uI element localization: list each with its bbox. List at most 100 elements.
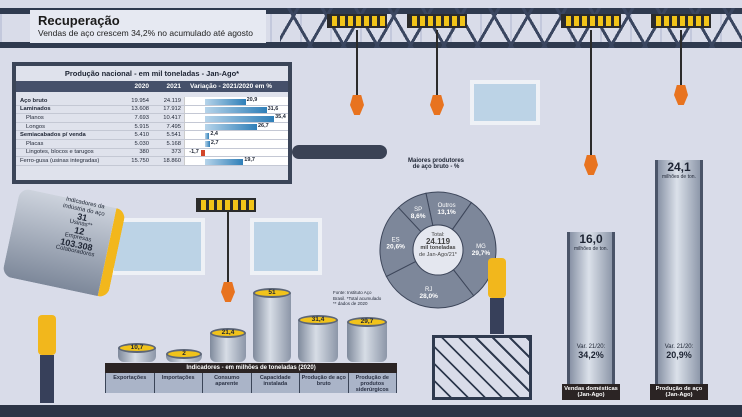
pie-name-label: ES (392, 238, 400, 244)
crane-cable (227, 212, 229, 282)
pie-name-label: SP (414, 207, 422, 213)
bar-area: 31,6 (184, 105, 288, 114)
value-2020: 5.030 (134, 140, 149, 147)
source-note: Fonte: Instituto Aço Brasil. *Total acum… (333, 290, 382, 306)
pie-center (412, 224, 464, 276)
indicator-label: Exportações (106, 373, 154, 393)
table-row: Laminados 13.608 17.912 31,6 (16, 105, 288, 115)
bar-area: 2,7 (184, 139, 288, 148)
worker-figure (488, 258, 506, 298)
pie-name-label: RJ (425, 287, 432, 293)
value-2020: 380 (139, 149, 149, 156)
table-row: Placas 5.030 5.168 2,7 (16, 139, 288, 149)
scaffolding (432, 335, 532, 400)
indicator-label: Capacidade instalada (251, 373, 299, 393)
cylinder-value: 2 (166, 349, 202, 359)
worker-legs (490, 298, 504, 334)
table-row: Semiacabados p/ venda 5.410 5.541 2,4 (16, 131, 288, 140)
indicator-cylinder: 10,7 (118, 342, 156, 362)
variation-bar (204, 124, 257, 131)
production-table: Produção nacional - em mil toneladas - J… (12, 62, 292, 184)
variation-bar (204, 141, 210, 148)
indicator-cylinder: 51 (253, 288, 291, 362)
crane-trolley (327, 14, 387, 28)
crane-cable (680, 30, 682, 85)
table-row: Longos 5.915 7.495 26,7 (16, 122, 288, 132)
crane-trolley (651, 14, 711, 28)
indicator-cylinder: 29,7 (347, 316, 387, 362)
crane-cable (356, 30, 358, 95)
indicators-title: Indicadores - em milhões de toneladas (2… (105, 363, 397, 373)
pie-center-label: Total: 24.119 mil toneladas de Jan-Ago/2… (413, 232, 463, 258)
bar-area: -1,7 (184, 148, 288, 157)
row-label: Ferro-gusa (usinas integradas) (20, 157, 100, 164)
row-label: Lingotes, blocos e tarugos (26, 149, 94, 156)
value-2020: 5.915 (134, 123, 149, 130)
value-2021: 18.860 (163, 157, 181, 164)
value-2021: 17.912 (163, 106, 181, 113)
row-label: Placas (26, 140, 44, 147)
table-row: Planos 7.693 10.417 35,4 (16, 114, 288, 123)
value-2020: 15.750 (131, 157, 149, 164)
pie-name-label: Outros (438, 203, 456, 209)
indicator-cylinder: 31,4 (298, 314, 338, 362)
cylinder-value: 21,4 (210, 328, 246, 339)
table-header: 2020 2021 Variação - 2021/2020 em % (16, 81, 288, 92)
value-2020: 19.954 (131, 97, 149, 104)
variation-label: 26,7 (258, 122, 269, 129)
pie-value-label: 29,7% (472, 250, 491, 257)
var-label: Var. 21/20: (576, 344, 606, 350)
column-label: Vendas domésticas (Jan-Ago) (562, 384, 620, 400)
indicator-cylinder: 21,4 (210, 328, 246, 362)
bar-area: 26,7 (184, 122, 288, 131)
pie-center-line: Total: (431, 232, 445, 238)
var-value: 34,2% (578, 350, 604, 360)
indicator-label: Produção de produtos siderúrgicos (348, 373, 396, 393)
table-row: Ferro-gusa (usinas integradas) 15.750 18… (16, 157, 288, 166)
row-label: Semiacabados p/ venda (20, 132, 86, 139)
cylinder-value: 31,4 (298, 314, 338, 325)
column-header: Variação - 2021/2020 em % (190, 83, 273, 90)
page-title: Recuperação (38, 13, 120, 28)
pie-value-label: 13,1% (437, 209, 456, 216)
column-value: 16,0 (579, 232, 603, 246)
pie-center-line: de Jan-Ago/21* (419, 251, 457, 258)
indicator-label: Importações (154, 373, 202, 393)
hook-icon (584, 155, 598, 175)
row-label: Planos (26, 114, 44, 121)
indicator-label: Produção de aço bruto (300, 373, 348, 393)
column-vendas: 16,0 milhões de ton. Var. 21/20:34,2% (567, 232, 615, 384)
pie-total: 24.119 (425, 236, 451, 246)
var-value: 20,9% (666, 350, 692, 360)
column-var: Var. 21/20:34,2% (570, 344, 612, 360)
crane-trolley (407, 14, 467, 28)
column-value: 24,1 (667, 160, 691, 174)
bar-area: 19,7 (184, 157, 288, 165)
row-label: Longos (26, 123, 46, 130)
indicator-cylinder: 2 (166, 349, 202, 362)
column-producao: 24,1 milhões de ton. Var. 21/20:20,9% (655, 160, 703, 384)
worker-figure (38, 315, 56, 355)
hook-icon (674, 85, 688, 105)
variation-bar (204, 98, 246, 105)
cylinder-value: 51 (253, 288, 291, 299)
variation-label: 35,4 (275, 114, 286, 121)
floor (0, 405, 742, 417)
pie-title: Maiores produtores de aço bruto - % (407, 158, 464, 170)
column-unit: milhões de ton. (662, 174, 696, 180)
table-row: Lingotes, blocos e tarugos 380 373 -1,7 (16, 148, 288, 158)
worker-legs (40, 355, 54, 403)
column-unit: milhões de ton. (574, 246, 608, 252)
value-2021: 373 (171, 149, 181, 156)
pie-name-label: MG (476, 244, 486, 250)
variation-label: 2,4 (210, 131, 218, 138)
pie-value-label: 20,6% (386, 244, 405, 251)
value-2021: 24.119 (163, 97, 181, 104)
conveyor-belt (292, 145, 387, 159)
column-header: 2021 (166, 83, 181, 90)
value-2021: 5.541 (166, 132, 181, 139)
industry-indicators: Indicadores da indústria do aço 31 Usina… (45, 194, 115, 261)
